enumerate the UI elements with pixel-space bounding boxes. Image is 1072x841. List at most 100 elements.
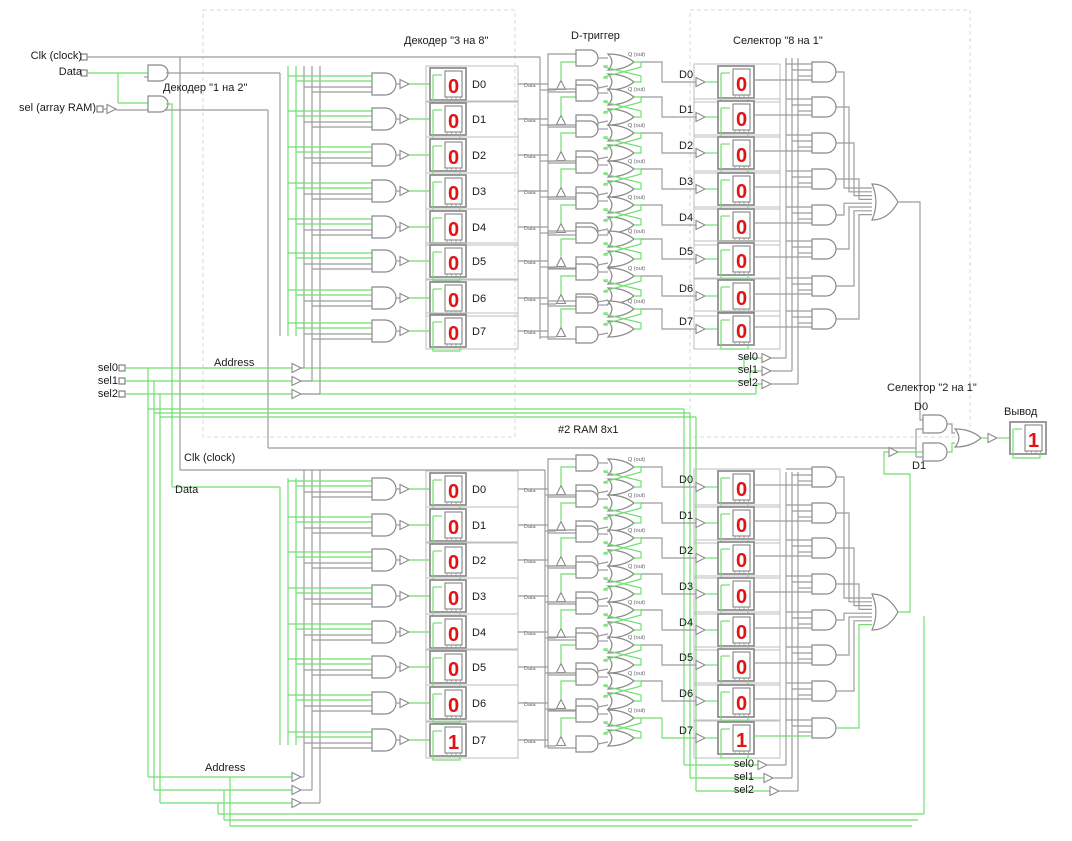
wire [836,71,872,189]
wire [597,85,609,89]
wire [641,132,696,154]
input-pin[interactable] [96,105,104,113]
wire [597,332,609,336]
and-gate [371,107,397,131]
display-digit: 0 [448,659,459,681]
wire [641,308,696,330]
wire [560,96,576,116]
wire [560,168,576,188]
inverter-gate [555,150,567,162]
and-gate [811,717,837,739]
display-digit: 0 [736,217,747,239]
buffer-gate [695,323,707,335]
sel2-input-label[interactable]: sel2 [97,388,118,400]
inverter-gate [555,735,567,747]
data-wire-label: Data [524,739,537,745]
or-gate [606,320,635,338]
cell-label: D1 [472,114,486,126]
buffer-gate [291,784,303,796]
wire [432,694,461,724]
buffer-gate [399,483,411,495]
wire [603,613,642,631]
ram2-address-label: Address [205,762,246,774]
wire [597,192,609,196]
wire [603,312,642,330]
wire [560,502,576,522]
and-gate [575,296,599,314]
wire [836,206,872,250]
or-gate [606,549,635,567]
sel1-input-label[interactable]: sel1 [97,375,118,387]
cell-label: D5 [472,662,486,674]
display-digit: 0 [736,321,747,343]
wire [836,616,872,656]
display-frame [444,511,463,539]
sel-ram-input-label[interactable]: sel (array RAM) [18,102,96,114]
buffer-gate [987,432,999,444]
dtrigger-title: D-триггер [571,30,620,42]
display-digit: 0 [736,622,747,644]
wire [603,541,642,559]
and-gate [371,215,397,239]
data-input-label[interactable]: Data [58,66,82,78]
wire [560,573,576,593]
and-gate [811,61,837,83]
wire [432,252,461,282]
q-wire-label: Q (out) [628,52,645,58]
display-digit: 0 [736,479,747,501]
ram2-sel0-label: sel0 [733,758,754,770]
or-gate [606,230,635,248]
display-digit: 0 [736,145,747,167]
and-gate [371,249,397,273]
wire [560,680,576,700]
clk-input-label[interactable]: Clk (clock) [30,50,82,62]
and-gate [575,192,599,210]
display-frame [732,544,751,572]
wire [560,537,576,557]
and-gate [147,95,169,113]
and-gate [811,168,837,190]
and-gate [811,644,837,666]
display-digit: 0 [736,515,747,537]
and-gate [575,454,599,472]
or-gate [606,585,635,603]
buffer-gate [399,78,411,90]
and-gate [922,442,948,462]
wire [597,561,609,565]
wire [836,106,872,193]
wire [603,65,642,83]
wire [641,609,696,631]
inverter-gate [555,293,567,305]
inverter-gate [555,114,567,126]
wire [743,357,762,368]
buffer-gate [399,734,411,746]
wire [755,383,762,394]
selector-row-label: D6 [679,283,693,295]
data-wire-label: Data [524,154,537,160]
or-gate [606,529,635,547]
input-pin[interactable] [118,390,126,398]
and-gate [811,609,837,631]
buffer-gate [399,255,411,267]
ram2-sel1-label: sel1 [733,771,754,783]
wire [166,103,173,487]
display-frame [444,247,463,275]
buffer-gate [399,185,411,197]
input-pin[interactable] [118,364,126,372]
wire [547,529,576,560]
wire [560,717,576,737]
output-title: Вывод [1004,406,1038,418]
display-digit: 0 [448,695,459,717]
decoder-1to2-title: Декодер "1 на 2" [163,82,248,94]
wire [432,322,461,352]
wire [603,721,642,739]
display-digit: 0 [448,588,459,610]
and-gate [575,84,599,102]
buffer-gate [695,695,707,707]
region-selector81 [689,9,971,438]
input-pin[interactable] [118,377,126,385]
wire [947,442,955,453]
cell-label: D0 [472,484,486,496]
wire [547,160,576,191]
sel0-input-label[interactable]: sel0 [97,362,118,374]
